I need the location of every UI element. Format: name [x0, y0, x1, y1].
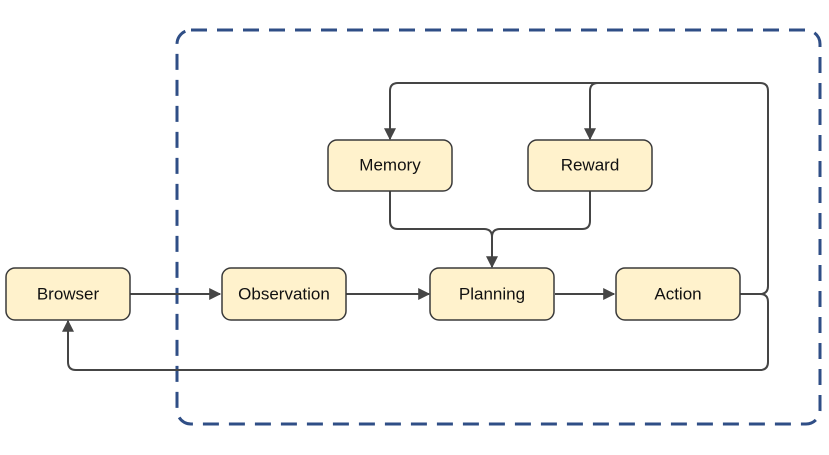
planning-node: Planning: [429, 267, 555, 321]
reward-label: Reward: [561, 156, 620, 175]
agent-boundary: [175, 28, 822, 426]
browser-node: Browser: [5, 267, 131, 321]
action-node: Action: [615, 267, 741, 321]
edge-memory-to-planning: [389, 191, 498, 269]
edge-feedback-to-reward: [584, 82, 599, 141]
memory-label: Memory: [359, 156, 421, 175]
observation-node: Observation: [221, 267, 347, 321]
action-label: Action: [654, 285, 701, 304]
reward-node: Reward: [527, 139, 653, 192]
observation-label: Observation: [238, 285, 330, 304]
edge-action-feedback-loop: [384, 82, 769, 295]
browser-label: Browser: [37, 285, 100, 304]
planning-label: Planning: [459, 285, 525, 304]
edge-action-to-browser: [62, 293, 769, 371]
edges: [62, 82, 769, 371]
memory-node: Memory: [327, 139, 453, 192]
edge-reward-to-planning: [491, 191, 591, 238]
